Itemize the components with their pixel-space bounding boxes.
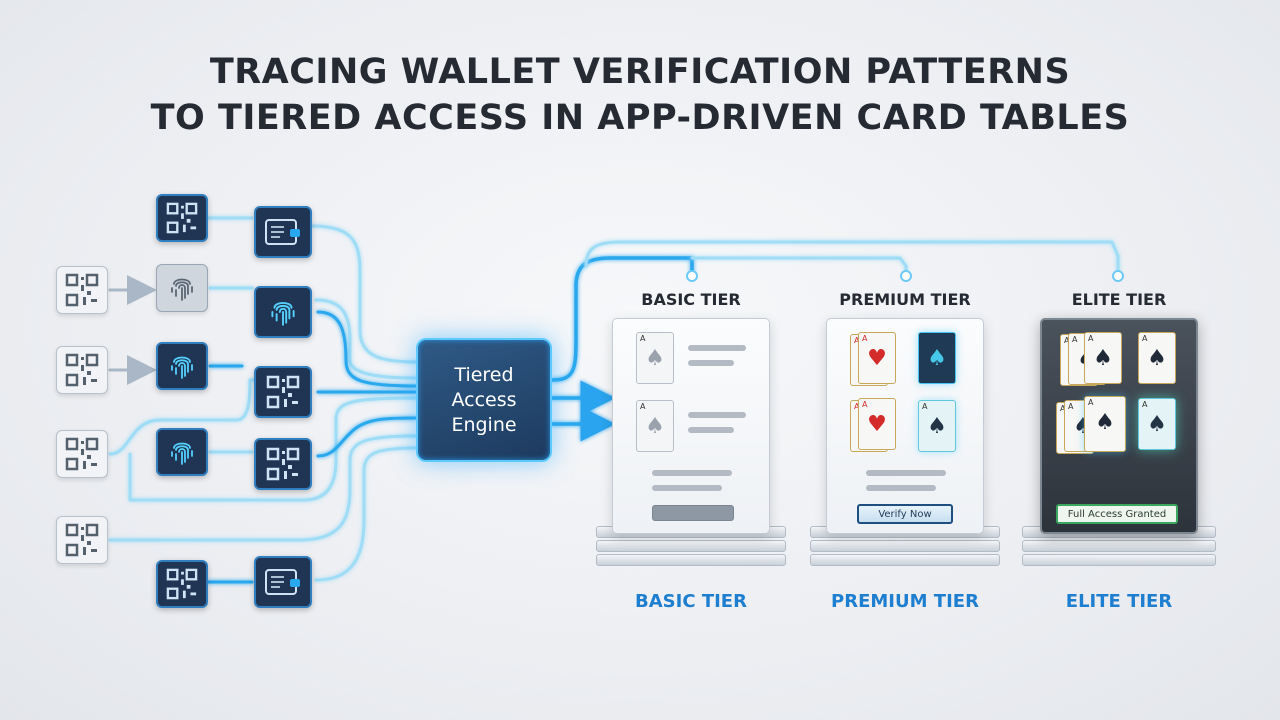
link-bottom-wallet xyxy=(314,446,418,582)
verify-now-button[interactable]: Verify Now xyxy=(857,504,953,524)
qr-code-icon xyxy=(65,437,99,471)
basic-card-1: A♠ xyxy=(636,332,674,384)
wallet-icon xyxy=(265,219,300,245)
basic-tier-top-label: BASIC TIER xyxy=(641,290,741,309)
title-line-2: TO TIERED ACCESS IN APP-DRIVEN CARD TABL… xyxy=(150,98,1130,138)
spade-icon: ♠ xyxy=(927,414,947,439)
fingerprint-icon xyxy=(271,302,295,326)
spade-icon: ♠ xyxy=(1093,346,1113,371)
basic-text-line xyxy=(688,427,734,433)
basic-text-line xyxy=(688,412,746,418)
spade-icon: ♠ xyxy=(1147,346,1167,371)
qr-node-light-3 xyxy=(56,430,108,478)
qr-node-dark-3 xyxy=(254,366,312,418)
qr-node-light-4 xyxy=(56,516,108,564)
basic-card-2: A♠ xyxy=(636,400,674,452)
basic-text-line xyxy=(688,360,734,366)
spade-icon: ♠ xyxy=(1095,410,1115,435)
premium-text-line xyxy=(866,470,946,476)
premium-tier-top-label: PREMIUM TIER xyxy=(839,290,971,309)
premium-tier-bottom-label: PREMIUM TIER xyxy=(831,591,979,612)
fingerprint-icon xyxy=(171,442,193,465)
qr-node-dark-4 xyxy=(254,438,312,490)
link-engine-up xyxy=(550,256,694,382)
wallet-icon xyxy=(265,569,300,595)
qr-node-light-1 xyxy=(56,266,108,314)
premium-card-2: ♠ xyxy=(918,332,956,384)
link-loop xyxy=(128,396,418,502)
heart-icon: ♥ xyxy=(867,346,887,371)
premium-text-line xyxy=(866,485,936,491)
link-top-bus-elite xyxy=(584,240,1120,276)
spade-icon: ♠ xyxy=(1147,412,1167,437)
basic-text-line xyxy=(688,345,746,351)
qr-node-dark-2 xyxy=(156,560,208,608)
qr-code-icon xyxy=(166,202,198,234)
basic-text-line xyxy=(652,485,722,491)
spade-icon: ♠ xyxy=(645,414,665,439)
qr-node-dark-1 xyxy=(156,194,208,242)
full-access-granted-badge: Full Access Granted xyxy=(1056,504,1178,524)
elite-tier-top-label: ELITE TIER xyxy=(1071,290,1167,309)
heart-icon: ♥ xyxy=(867,412,887,437)
link-top-bus-premium xyxy=(690,256,908,276)
fingerprint-icon xyxy=(171,356,193,379)
link-wallet-1 xyxy=(310,224,418,364)
wallet-node-2 xyxy=(254,556,312,608)
fingerprint-icon xyxy=(171,278,193,301)
basic-tier-bottom-label: BASIC TIER xyxy=(635,591,747,612)
link-wallet-3 xyxy=(316,416,418,458)
link-mid-1 xyxy=(314,298,418,380)
qr-code-icon xyxy=(65,353,99,387)
wallet-node-1 xyxy=(254,206,312,258)
qr-code-icon xyxy=(166,568,198,600)
link-wallet-2 xyxy=(316,310,418,388)
fingerprint-node-dark-1 xyxy=(156,342,208,390)
premium-card-4: A♠ xyxy=(918,400,956,452)
link-qr-row3 xyxy=(108,434,418,542)
premium-card-3b: A♥ xyxy=(858,398,896,450)
link-qr-row2 xyxy=(108,378,258,456)
elite-card-2: A♠ xyxy=(1138,332,1176,384)
elite-card-4: A♠ xyxy=(1138,398,1176,450)
fingerprint-wallet-node xyxy=(254,286,312,338)
basic-action-button[interactable] xyxy=(652,505,734,521)
premium-card-1b: A♥ xyxy=(858,332,896,384)
qr-code-icon xyxy=(266,447,300,481)
basic-text-line xyxy=(652,470,732,476)
engine-label: Tiered Access Engine xyxy=(451,363,517,436)
spade-icon: ♠ xyxy=(645,346,665,371)
title-line-1: TRACING WALLET VERIFICATION PATTERNS xyxy=(209,52,1071,92)
qr-node-light-2 xyxy=(56,346,108,394)
spade-icon: ♠ xyxy=(927,346,947,371)
tiered-access-engine: Tiered Access Engine xyxy=(416,338,552,462)
elite-card-3c: A♠ xyxy=(1084,396,1126,452)
qr-code-icon xyxy=(65,273,99,307)
elite-tier-bottom-label: ELITE TIER xyxy=(1065,591,1173,612)
elite-card-1c: A♠ xyxy=(1084,332,1122,384)
fingerprint-node-dark-2 xyxy=(156,428,208,476)
fingerprint-node-light xyxy=(156,264,208,312)
qr-code-icon xyxy=(266,375,300,409)
qr-code-icon xyxy=(65,523,99,557)
